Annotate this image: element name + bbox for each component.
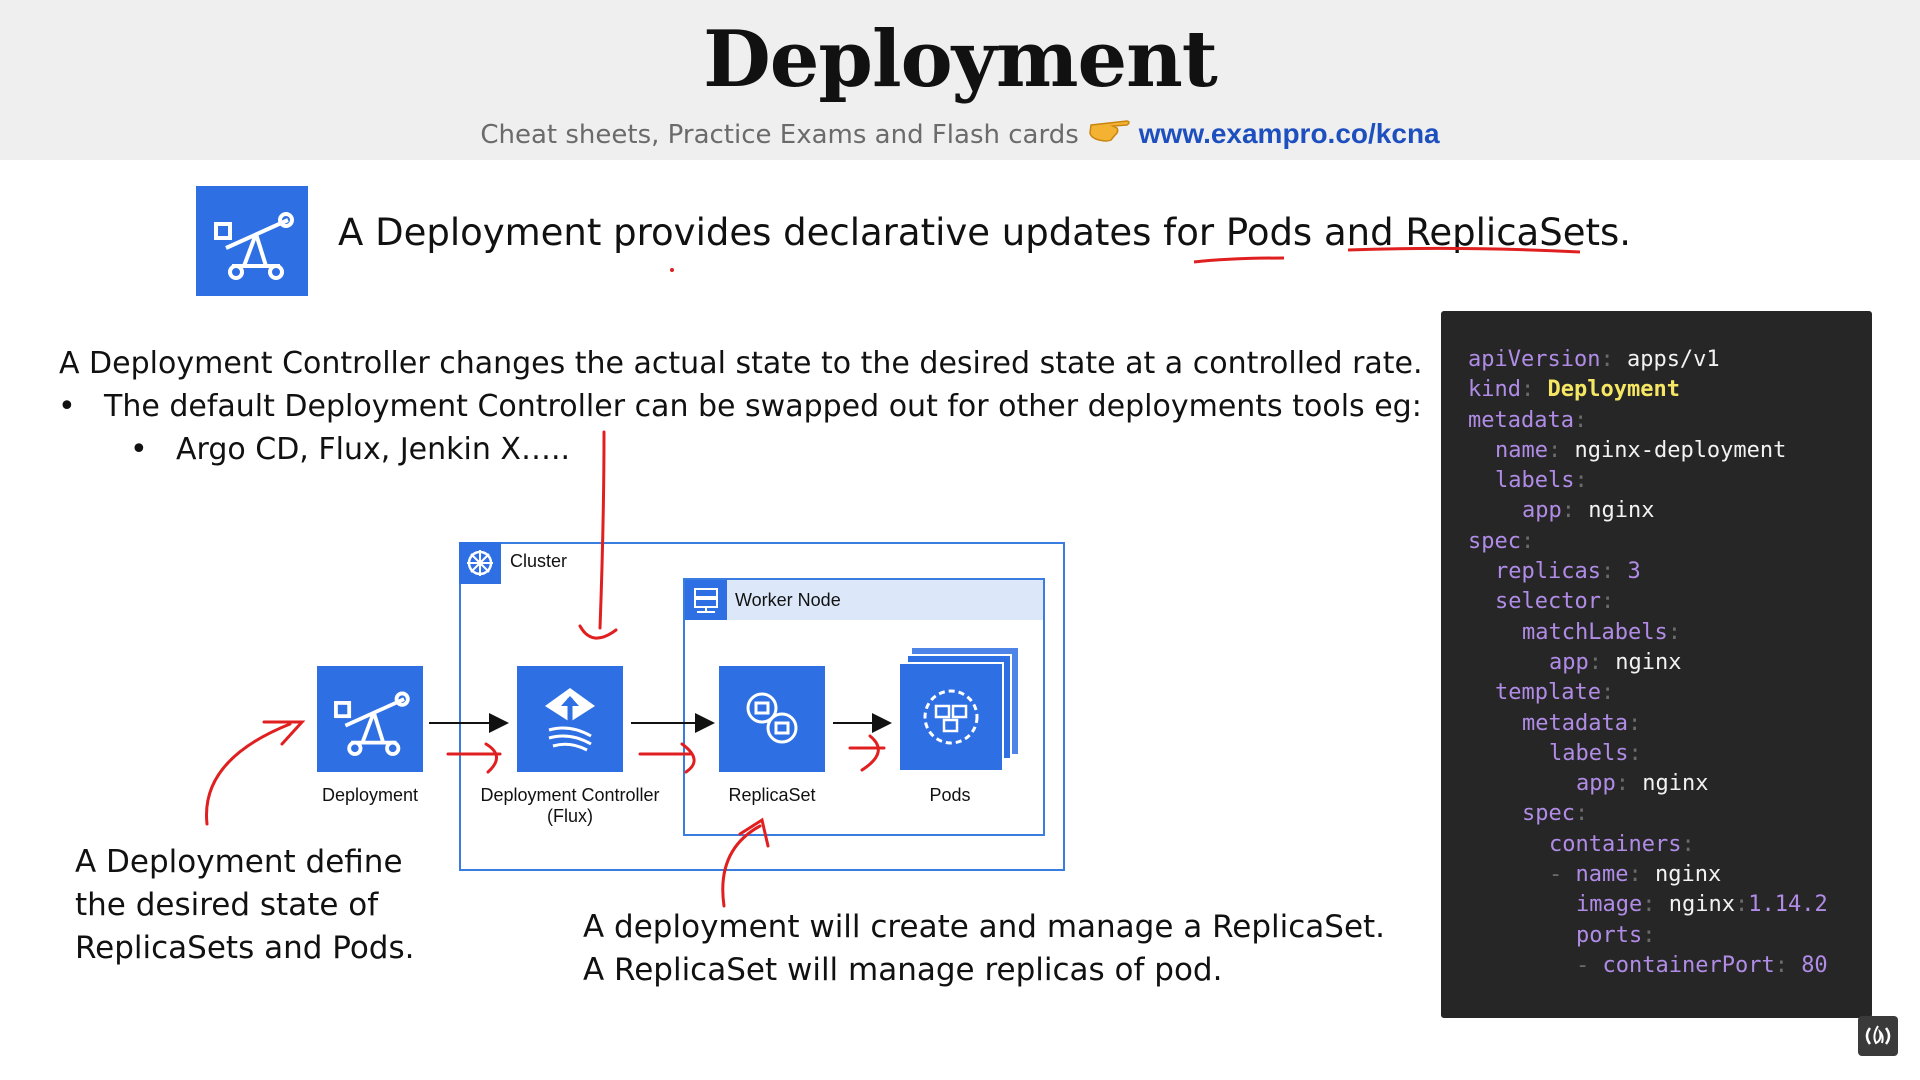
code-line: spec: <box>1522 801 1589 827</box>
code-line: spec: <box>1468 528 1535 554</box>
replicaset-note-line2: A ReplicaSet will manage replicas of pod… <box>583 952 1223 988</box>
subtitle-text: Cheat sheets, Practice Exams and Flash c… <box>480 120 1079 150</box>
intro-statement: A Deployment provides declarative update… <box>338 211 1632 254</box>
bullet-tool-list: Argo CD, Flux, Jenkin X….. <box>176 432 571 467</box>
replicaset-note-line1: A deployment will create and manage a Re… <box>583 909 1386 945</box>
subtitle: Cheat sheets, Practice Exams and Flash c… <box>0 113 1920 150</box>
code-line: labels: <box>1495 468 1588 494</box>
code-line: metadata: <box>1522 710 1642 736</box>
pointing-hand-icon <box>1087 113 1131 150</box>
controller-sublabel: (Flux) <box>547 806 593 826</box>
code-line: image: nginx:1.14.2 <box>1576 892 1828 918</box>
pods-node <box>898 662 1004 772</box>
deployment-icon <box>334 691 410 756</box>
controller-node <box>517 666 623 772</box>
controller-label: Deployment Controller <box>480 785 660 805</box>
server-icon <box>685 580 727 620</box>
code-line: app: nginx <box>1549 649 1682 675</box>
code-line: - name: nginx <box>1549 862 1722 888</box>
page-title: Deployment <box>703 14 1218 105</box>
worker-node-label: Worker Node <box>735 590 841 610</box>
bullet-swap-tools: The default Deployment Controller can be… <box>104 389 1422 424</box>
code-line: - containerPort: 80 <box>1576 952 1828 978</box>
deployment-note-line2: the desired state of <box>75 887 379 923</box>
code-line: name: nginx-deployment <box>1495 437 1787 463</box>
deployment-label: Deployment <box>321 785 419 805</box>
code-line: matchLabels: <box>1522 619 1681 645</box>
code-line: metadata: <box>1468 407 1588 433</box>
cluster-label: Cluster <box>510 551 568 571</box>
kubernetes-wheel-icon <box>459 542 501 584</box>
pods-label: Pods <box>929 785 971 805</box>
flux-icon <box>545 688 595 752</box>
code-line: labels: <box>1549 740 1642 766</box>
header-bar: Deployment Cheat sheets, Practice Exams … <box>0 0 1920 160</box>
deployment-note-line1: A Deployment define <box>75 844 403 880</box>
pod-icon <box>923 689 979 745</box>
code-line: ports: <box>1576 922 1656 948</box>
deployment-note-line3: ReplicaSets and Pods. <box>75 930 415 966</box>
cluster-boundary <box>459 542 1065 871</box>
worker-node-boundary <box>683 578 1045 836</box>
bullet-dot: • <box>58 389 76 424</box>
replicaset-label: ReplicaSet <box>728 785 816 805</box>
code-line: template: <box>1495 680 1615 706</box>
code-line: app: nginx <box>1576 771 1709 797</box>
code-line: containers: <box>1549 831 1695 857</box>
worker-node-header <box>685 580 1043 620</box>
deployment-node <box>317 666 423 772</box>
yaml-code-panel: apiVersion: apps/v1 kind: Deployment met… <box>1441 311 1872 1018</box>
code-line: kind: Deployment <box>1468 377 1680 403</box>
channel-logo-icon[interactable] <box>1858 1016 1898 1056</box>
code-line: app: nginx <box>1522 498 1655 524</box>
bullet-dot: • <box>130 432 148 467</box>
code-line: selector: <box>1495 589 1615 615</box>
controller-description: A Deployment Controller changes the actu… <box>59 346 1423 381</box>
deployment-icon <box>196 186 308 296</box>
replicaset-node <box>719 666 825 772</box>
exampro-link[interactable]: www.exampro.co/kcna <box>1138 118 1440 149</box>
code-line: replicas: 3 <box>1495 559 1641 585</box>
code-line: apiVersion: apps/v1 <box>1468 347 1720 372</box>
replicaset-icon <box>746 692 798 744</box>
